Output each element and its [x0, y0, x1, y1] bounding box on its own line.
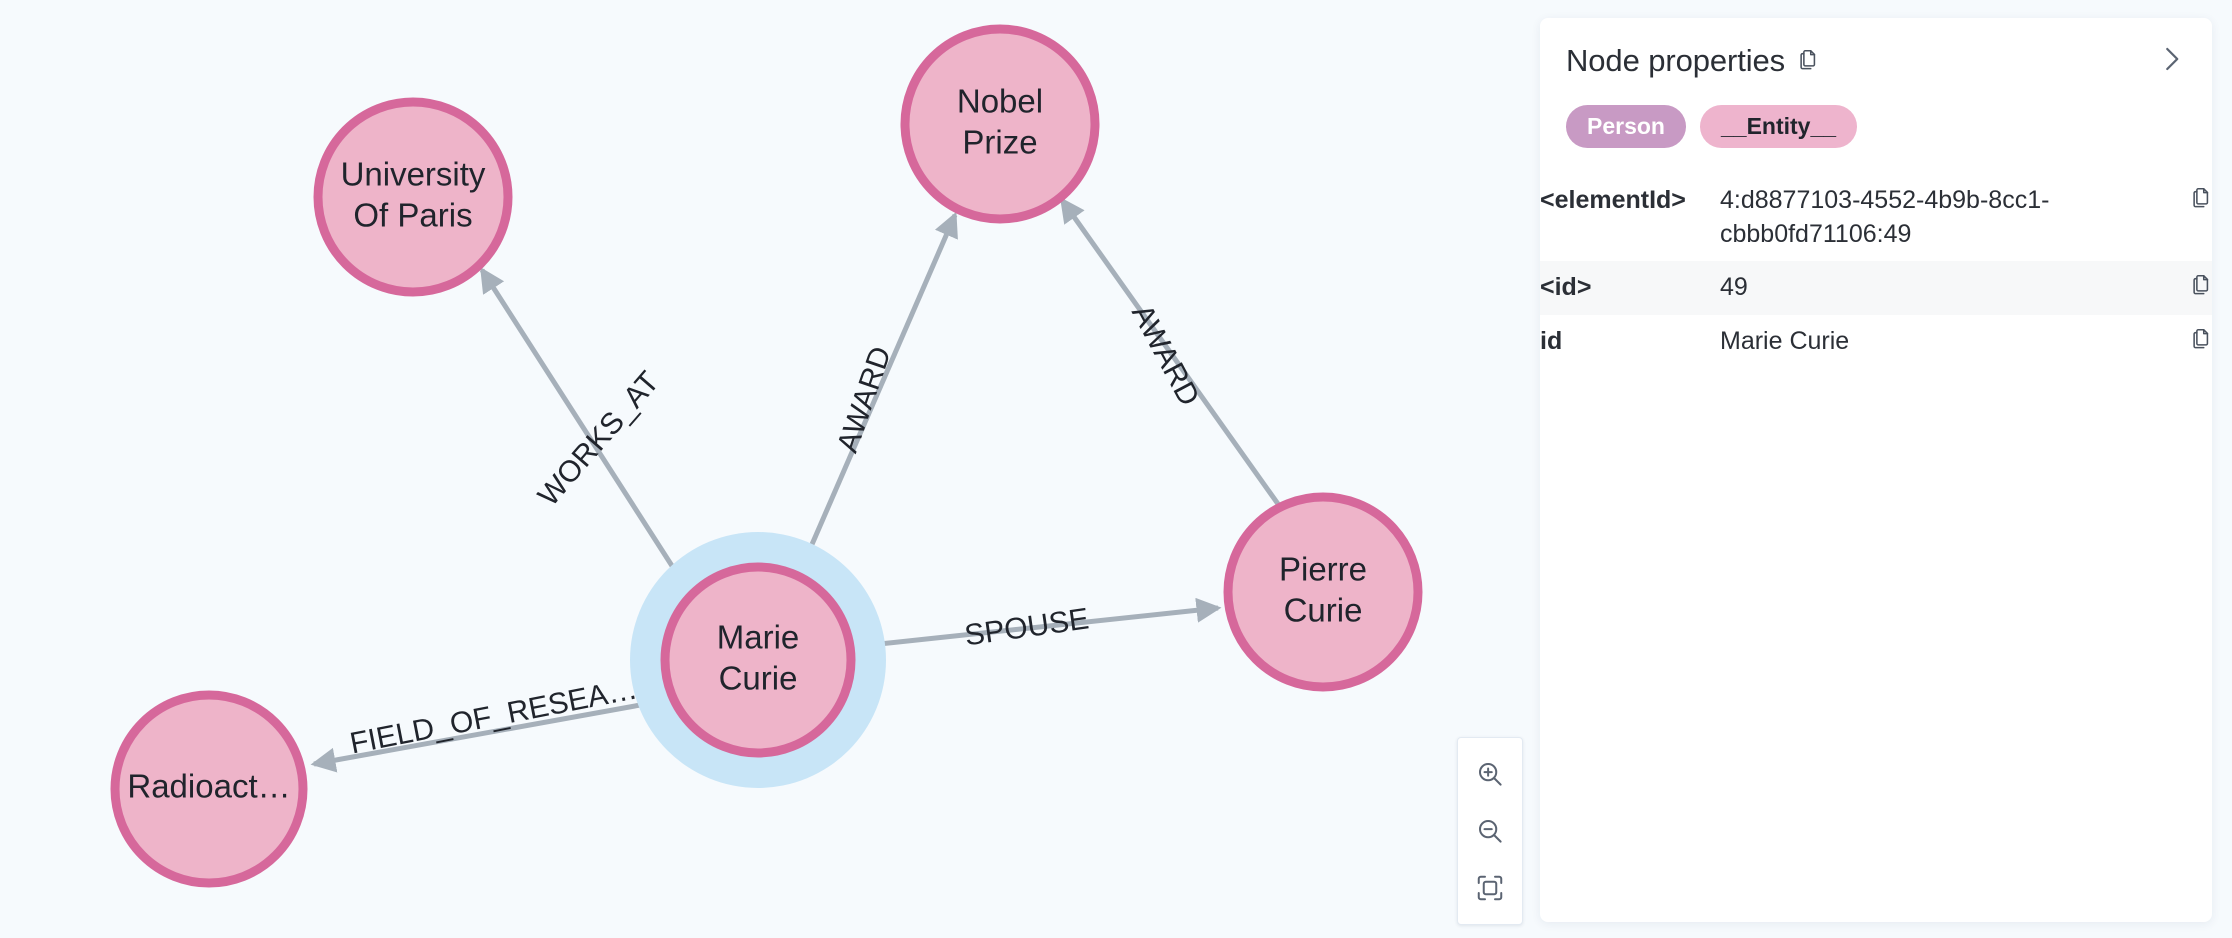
page-title: Node properties — [1566, 43, 1786, 78]
table-row: <id> 49 — [1540, 261, 2212, 316]
node-marie-curie[interactable]: Marie Curie — [660, 562, 856, 758]
edge-award-pierre-nobel[interactable] — [1059, 197, 1281, 506]
edge-label-award-marie-nobel: AWARD — [831, 342, 898, 456]
property-value-id: Marie Curie — [1720, 327, 1850, 356]
node-label-chip-entity[interactable]: __Entity__ — [1699, 105, 1858, 148]
property-value-elementid: 4:d8877103-4552-4b9b-8cc1-cbbb0fd71106:4… — [1720, 185, 2050, 248]
graph-svg: University Of Paris Nobel Prize Marie Cu… — [110, 24, 1423, 888]
node-radioactivity[interactable]: Radioact… — [110, 690, 308, 888]
node-labels-list: Person __Entity__ — [1540, 79, 2212, 148]
node-properties-panel: Node properties Person __Entity__ — [1540, 18, 2212, 922]
edge-award-marie-nobel[interactable] — [797, 211, 958, 573]
panel-header: Node properties — [1540, 18, 2212, 79]
graph-canvas[interactable]: University Of Paris Nobel Prize Marie Cu… — [0, 0, 1540, 938]
edge-label-field-of-research: FIELD_OF_RESEA… — [347, 672, 640, 760]
edge-spouse[interactable] — [850, 597, 1222, 650]
copy-icon[interactable] — [2190, 327, 2212, 349]
node-label-chip-person[interactable]: Person — [1566, 105, 1686, 148]
property-copy-cell — [2156, 174, 2212, 262]
edge-label-spouse: SPOUSE — [963, 602, 1091, 652]
edge-label-award-pierre-nobel: AWARD — [1125, 299, 1206, 411]
node-pierre-curie[interactable]: Pierre Curie — [1223, 492, 1423, 692]
copy-icon[interactable] — [1797, 48, 1819, 70]
zoom-out-button[interactable] — [1464, 805, 1516, 857]
property-copy-cell — [2156, 261, 2212, 315]
copy-icon[interactable] — [2190, 186, 2212, 208]
edge-label-works-at: WORKS_AT — [532, 365, 666, 512]
edge-field-of-research[interactable] — [310, 697, 669, 773]
property-value-id-internal: 49 — [1720, 273, 1748, 302]
property-key-id: id — [1540, 327, 1563, 356]
edge-works-at[interactable] — [479, 267, 686, 585]
zoom-in-button[interactable] — [1464, 748, 1516, 800]
node-properties-table: <elementId> 4:d8877103-4552-4b9b-8cc1-cb… — [1540, 174, 2212, 369]
edges-group — [310, 197, 1281, 773]
chevron-right-icon[interactable] — [2152, 40, 2190, 78]
zoom-controls-panel — [1457, 737, 1523, 925]
property-copy-cell — [2156, 315, 2212, 369]
zoom-in-icon — [1479, 763, 1502, 786]
node-university-of-paris[interactable]: University Of Paris — [313, 97, 513, 297]
table-row: <elementId> 4:d8877103-4552-4b9b-8cc1-cb… — [1540, 174, 2212, 262]
zoom-out-icon — [1479, 819, 1502, 843]
property-key-id-internal: <id> — [1540, 273, 1592, 302]
table-row: id Marie Curie — [1540, 315, 2212, 369]
fit-to-screen-icon — [1477, 875, 1503, 900]
node-nobel-prize[interactable]: Nobel Prize — [900, 24, 1100, 224]
fit-to-screen-button[interactable] — [1464, 862, 1516, 914]
property-key-elementid: <elementId> — [1540, 185, 1686, 214]
copy-icon[interactable] — [2190, 273, 2212, 295]
